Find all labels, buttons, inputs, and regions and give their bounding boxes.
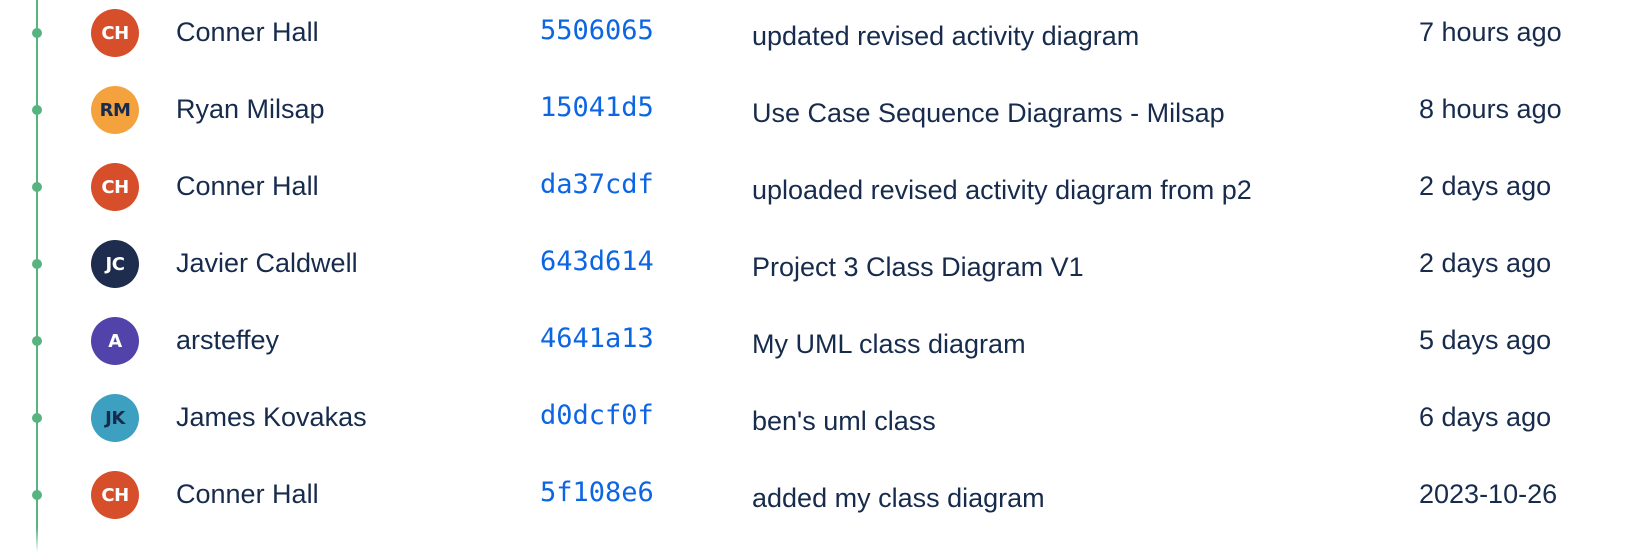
commit-row: CH Conner Hall da37cdf uploaded revised … bbox=[0, 154, 1628, 231]
commit-message[interactable]: added my class diagram bbox=[752, 483, 1045, 513]
commit-node-dot bbox=[32, 490, 42, 500]
avatar[interactable]: CH bbox=[91, 163, 139, 211]
avatar[interactable]: CH bbox=[91, 9, 139, 57]
commit-time: 7 hours ago bbox=[1419, 17, 1562, 47]
commit-message[interactable]: Use Case Sequence Diagrams - Milsap bbox=[752, 98, 1225, 128]
commit-author: arsteffey bbox=[176, 325, 280, 355]
commit-hash-link[interactable]: 5506065 bbox=[540, 15, 654, 46]
commit-message[interactable]: uploaded revised activity diagram from p… bbox=[752, 175, 1252, 205]
commit-time: 6 days ago bbox=[1419, 402, 1552, 432]
commit-node-dot bbox=[32, 336, 42, 346]
commit-author: Javier Caldwell bbox=[176, 248, 358, 278]
commit-node-dot bbox=[32, 105, 42, 115]
commit-message[interactable]: updated revised activity diagram bbox=[752, 21, 1140, 51]
commit-hash-link[interactable]: 5f108e6 bbox=[540, 477, 654, 508]
commit-row: RM Ryan Milsap 15041d5 Use Case Sequence… bbox=[0, 77, 1628, 154]
commit-row: JK James Kovakas d0dcf0f ben's uml class… bbox=[0, 385, 1628, 462]
commit-hash-link[interactable]: 4641a13 bbox=[540, 323, 654, 354]
commit-hash-link[interactable]: da37cdf bbox=[540, 169, 654, 200]
commit-node-dot bbox=[32, 259, 42, 269]
commit-time: 5 days ago bbox=[1419, 325, 1552, 355]
commit-time: 2 days ago bbox=[1419, 248, 1552, 278]
commit-row: JC Javier Caldwell 643d614 Project 3 Cla… bbox=[0, 231, 1628, 308]
commit-graph-line bbox=[36, 0, 38, 552]
commit-message[interactable]: My UML class diagram bbox=[752, 329, 1026, 359]
commit-time: 2023-10-26 bbox=[1419, 479, 1558, 509]
commit-row: CH Conner Hall 5506065 updated revised a… bbox=[0, 0, 1628, 77]
avatar[interactable]: CH bbox=[91, 471, 139, 519]
commit-node-dot bbox=[32, 182, 42, 192]
commit-hash-link[interactable]: 15041d5 bbox=[540, 92, 654, 123]
commit-message[interactable]: Project 3 Class Diagram V1 bbox=[752, 252, 1084, 282]
avatar[interactable]: JC bbox=[91, 240, 139, 288]
commit-author: Conner Hall bbox=[176, 171, 319, 201]
commit-time: 8 hours ago bbox=[1419, 94, 1562, 124]
avatar[interactable]: JK bbox=[91, 394, 139, 442]
commit-author: Ryan Milsap bbox=[176, 94, 325, 124]
avatar[interactable]: RM bbox=[91, 86, 139, 134]
avatar[interactable]: A bbox=[91, 317, 139, 365]
commit-author: Conner Hall bbox=[176, 17, 319, 47]
commit-graph-line-fade bbox=[36, 528, 38, 552]
commit-author: Conner Hall bbox=[176, 479, 319, 509]
commit-row: CH Conner Hall 5f108e6 added my class di… bbox=[0, 462, 1628, 539]
commit-message[interactable]: ben's uml class bbox=[752, 406, 936, 436]
commit-hash-link[interactable]: d0dcf0f bbox=[540, 400, 654, 431]
commit-node-dot bbox=[32, 413, 42, 423]
commit-author: James Kovakas bbox=[176, 402, 367, 432]
commit-row: A arsteffey 4641a13 My UML class diagram… bbox=[0, 308, 1628, 385]
commit-node-dot bbox=[32, 28, 42, 38]
commit-time: 2 days ago bbox=[1419, 171, 1552, 201]
commit-hash-link[interactable]: 643d614 bbox=[540, 246, 654, 277]
